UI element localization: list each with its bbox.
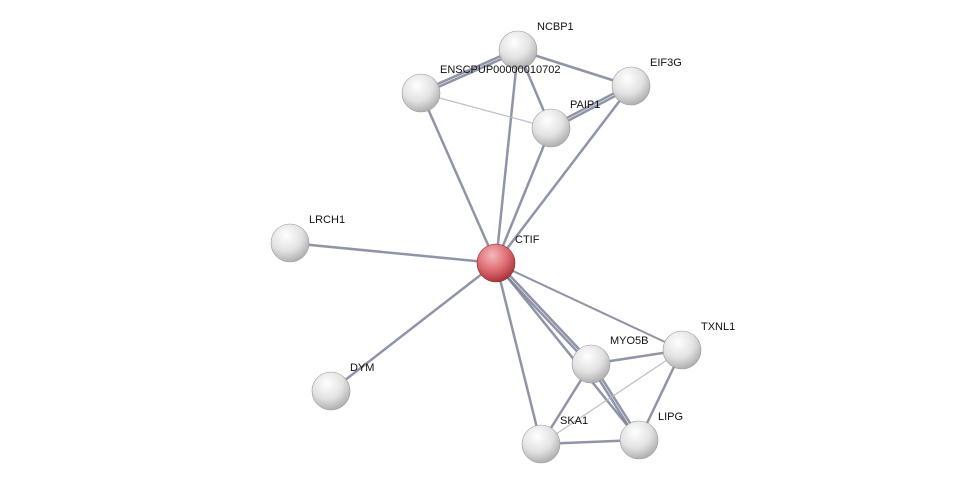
node-label-lipg: LIPG [658, 411, 684, 423]
node-label-ska1: SKA1 [560, 415, 589, 427]
node-lrch1[interactable] [270, 223, 310, 263]
node-label-myo5b: MYO5B [610, 335, 649, 347]
node-txnl1[interactable] [662, 330, 702, 370]
node-label-ensc: ENSCPUP00000010702 [440, 64, 561, 76]
edge-ctif-lrch1[interactable] [289, 241, 497, 265]
node-ska1[interactable] [521, 424, 561, 464]
edge-ctif-dym[interactable] [330, 262, 497, 392]
node-label-ncbp1: NCBP1 [537, 21, 574, 33]
edge-ctif-eif3g[interactable] [495, 85, 632, 264]
edge-ncbp1-eif3g[interactable] [517, 48, 632, 88]
node-label-eif3g: EIF3G [650, 57, 682, 69]
node-ctif[interactable] [476, 243, 516, 283]
edge-ctif-txnl1[interactable] [495, 262, 683, 351]
edge-ctif-ncbp1[interactable] [494, 49, 520, 264]
edge-ctif-myo5b[interactable] [496, 261, 594, 364]
node-label-txnl1: TXNL1 [701, 321, 736, 333]
node-ncbp1[interactable] [498, 30, 538, 70]
node-lipg[interactable] [619, 420, 659, 460]
node-eif3g[interactable] [611, 66, 651, 106]
node-paip1[interactable] [531, 108, 571, 148]
node-label-paip1: PAIP1 [570, 99, 601, 111]
edge-ensc-paip1[interactable] [420, 92, 552, 129]
edge-ctif-lipg[interactable] [495, 262, 640, 441]
node-dym[interactable] [311, 371, 351, 411]
edge-txnl1-ska1[interactable] [540, 349, 683, 445]
node-label-ctif: CTIF [515, 234, 540, 246]
edge-ctif-ska1[interactable] [494, 262, 543, 445]
node-label-dym: DYM [350, 362, 375, 374]
node-ensc[interactable] [401, 73, 441, 113]
edge-ctif-paip1[interactable] [494, 127, 553, 264]
edge-ctif-ensc[interactable] [419, 92, 498, 264]
node-myo5b[interactable] [571, 344, 611, 384]
node-label-lrch1: LRCH1 [309, 214, 346, 226]
